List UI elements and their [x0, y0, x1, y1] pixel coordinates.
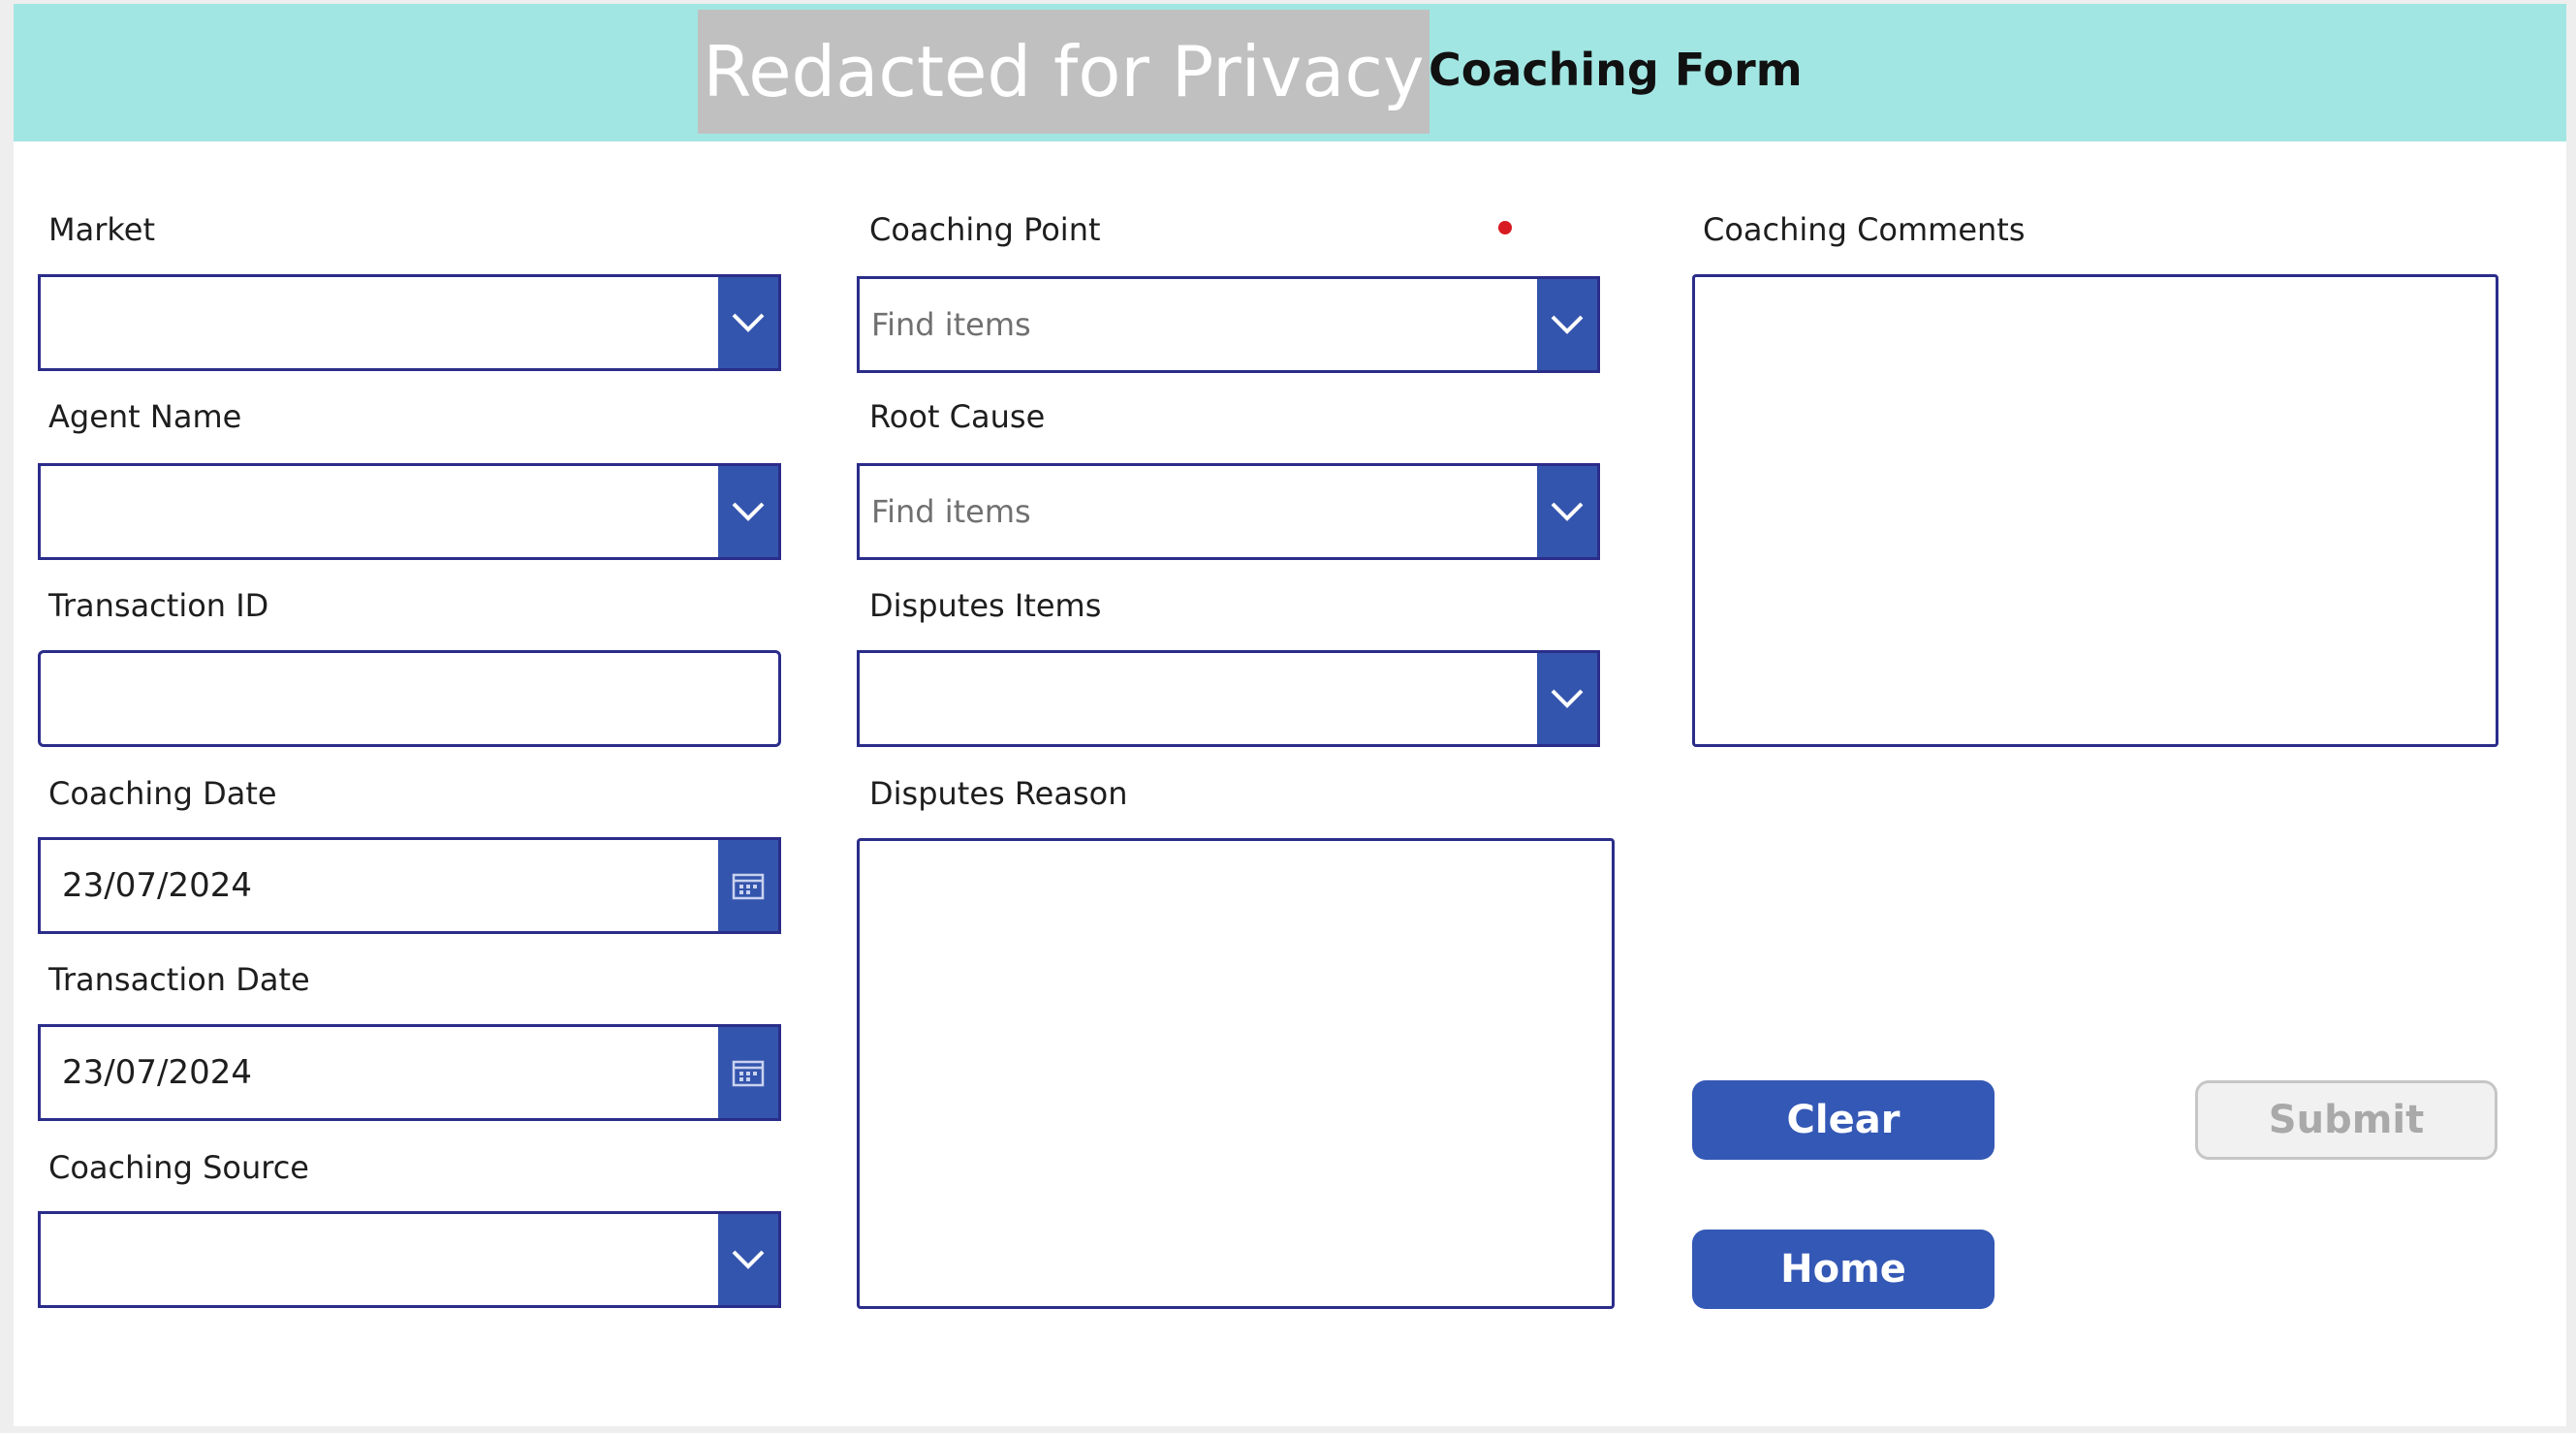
root-cause-label: Root Cause	[869, 398, 1046, 435]
root-cause-placeholder: Find items	[871, 493, 1031, 530]
chevron-down-icon[interactable]	[718, 277, 778, 368]
transaction-date-value: 23/07/2024	[62, 1053, 252, 1092]
required-indicator	[1498, 221, 1512, 234]
disputes-items-label: Disputes Items	[869, 587, 1102, 624]
coaching-point-label: Coaching Point	[869, 211, 1101, 248]
coaching-date-label: Coaching Date	[48, 775, 277, 812]
transaction-id-label: Transaction ID	[48, 587, 269, 624]
redacted-block: Redacted for Privacy	[698, 10, 1429, 134]
coaching-date-picker[interactable]: 23/07/2024	[38, 837, 781, 934]
coaching-point-placeholder: Find items	[871, 306, 1031, 343]
home-button[interactable]: Home	[1692, 1230, 1995, 1309]
coaching-point-combobox[interactable]: Find items	[857, 276, 1600, 373]
chevron-down-icon[interactable]	[1537, 466, 1597, 557]
disputes-reason-textarea[interactable]	[857, 838, 1615, 1309]
coaching-comments-textarea[interactable]	[1692, 274, 2498, 747]
chevron-down-icon[interactable]	[718, 466, 778, 557]
chevron-down-icon[interactable]	[718, 1214, 778, 1305]
submit-button[interactable]: Submit	[2195, 1080, 2497, 1160]
agent-name-dropdown[interactable]	[38, 463, 781, 560]
calendar-icon[interactable]	[718, 1027, 778, 1118]
clear-button[interactable]: Clear	[1692, 1080, 1995, 1160]
market-dropdown[interactable]	[38, 274, 781, 371]
disputes-items-dropdown[interactable]	[857, 650, 1600, 747]
page-title: Coaching Form	[1429, 44, 1803, 96]
transaction-date-picker[interactable]: 23/07/2024	[38, 1024, 781, 1121]
agent-name-label: Agent Name	[48, 398, 242, 435]
chevron-down-icon[interactable]	[1537, 653, 1597, 744]
transaction-id-input[interactable]	[38, 650, 781, 747]
coaching-date-value: 23/07/2024	[62, 866, 252, 905]
transaction-date-label: Transaction Date	[48, 961, 310, 998]
root-cause-combobox[interactable]: Find items	[857, 463, 1600, 560]
chevron-down-icon[interactable]	[1537, 279, 1597, 370]
market-label: Market	[48, 211, 155, 248]
disputes-reason-label: Disputes Reason	[869, 775, 1128, 812]
calendar-icon[interactable]	[718, 840, 778, 931]
coaching-source-label: Coaching Source	[48, 1149, 309, 1186]
coaching-comments-label: Coaching Comments	[1703, 211, 2026, 248]
coaching-source-dropdown[interactable]	[38, 1211, 781, 1308]
